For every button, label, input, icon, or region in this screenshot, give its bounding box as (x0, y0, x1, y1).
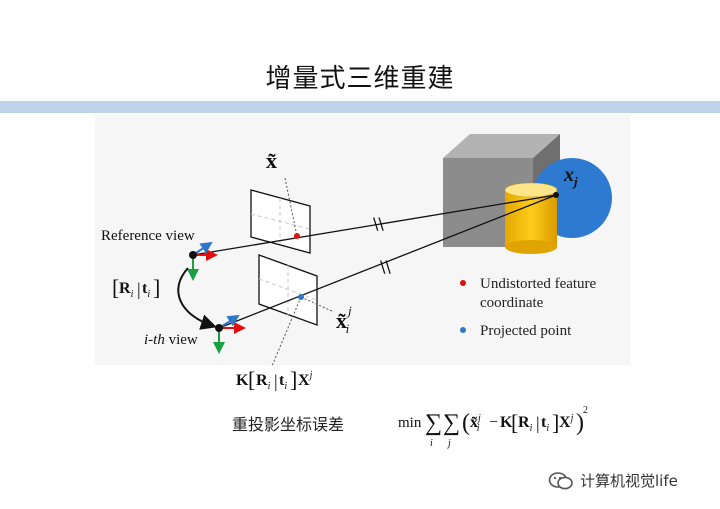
cylinder-object (504, 182, 558, 254)
svg-text:Ri: Ri (256, 372, 271, 392)
ray-ith (218, 194, 557, 329)
svg-text:ti: ti (142, 280, 150, 300)
svg-text:∑: ∑ (443, 410, 460, 436)
legend: Undistorted feature coordinate Projected… (460, 276, 597, 339)
svg-text:−: − (489, 414, 498, 431)
watermark-text: 计算机视觉life (580, 472, 678, 490)
svg-text:ti: ti (541, 414, 549, 434)
legend-label-undistorted-line2: coordinate (480, 295, 544, 311)
reprojection-error-caption: 重投影坐标误差 (232, 415, 345, 434)
svg-text:]: ] (552, 410, 559, 435)
projected-point (298, 294, 304, 300)
svg-text:Ri: Ri (119, 280, 134, 300)
svg-text:∑: ∑ (425, 410, 442, 436)
title-divider-bar (0, 101, 720, 113)
reference-camera-frame (187, 241, 218, 281)
svg-text:|: | (536, 413, 540, 433)
wechat-icon (548, 471, 573, 489)
page-title: 增量式三维重建 (265, 64, 455, 94)
svg-text:K: K (500, 414, 513, 431)
svg-text:[: [ (511, 410, 518, 435)
ray-reference (192, 194, 557, 256)
ith-camera-frame (213, 314, 246, 354)
ith-image-plane (258, 254, 318, 326)
svg-text:2: 2 (583, 405, 588, 416)
label-xj: xj (563, 164, 578, 189)
svg-text:[: [ (112, 275, 119, 300)
leader-x-tilde (284, 177, 298, 237)
svg-text:x̃ji: x̃ji (470, 413, 481, 434)
svg-text:Xj: Xj (559, 413, 574, 431)
ray-break-mark-2: \\ (380, 257, 391, 276)
undistorted-feature-point (294, 233, 300, 239)
label-projection-expression: K [ Ri | ti ] Xj (236, 367, 313, 392)
label-reference-view: Reference view (101, 228, 195, 244)
svg-text:]: ] (153, 275, 160, 300)
legend-label-projected: Projected point (480, 323, 572, 339)
svg-text:Ri: Ri (518, 414, 533, 434)
legend-swatch-projected (460, 327, 466, 333)
svg-text:|: | (137, 279, 141, 299)
svg-text:]: ] (290, 367, 297, 392)
legend-swatch-undistorted (460, 280, 466, 286)
svg-text:K: K (236, 372, 249, 389)
transform-arrow (177, 267, 217, 330)
label-ith-view: i-th view (144, 332, 198, 348)
label-x-tilde: x̃ (266, 148, 277, 173)
svg-text:min: min (398, 415, 422, 431)
svg-text:|: | (274, 371, 278, 391)
svg-text:): ) (576, 410, 584, 436)
svg-text:ti: ti (279, 372, 287, 392)
legend-label-undistorted: Undistorted feature (480, 276, 597, 292)
label-rotation-translation: [ Ri | ti ] (112, 275, 160, 300)
svg-text:Xj: Xj (298, 370, 313, 389)
watermark: 计算机视觉life (548, 470, 678, 491)
svg-text:[: [ (248, 367, 255, 392)
svg-text:j: j (446, 438, 451, 449)
svg-text:(: ( (462, 410, 470, 436)
ray-break-mark-1: \\ (373, 214, 384, 233)
leader-projection (271, 296, 302, 367)
svg-text:i: i (430, 438, 433, 449)
